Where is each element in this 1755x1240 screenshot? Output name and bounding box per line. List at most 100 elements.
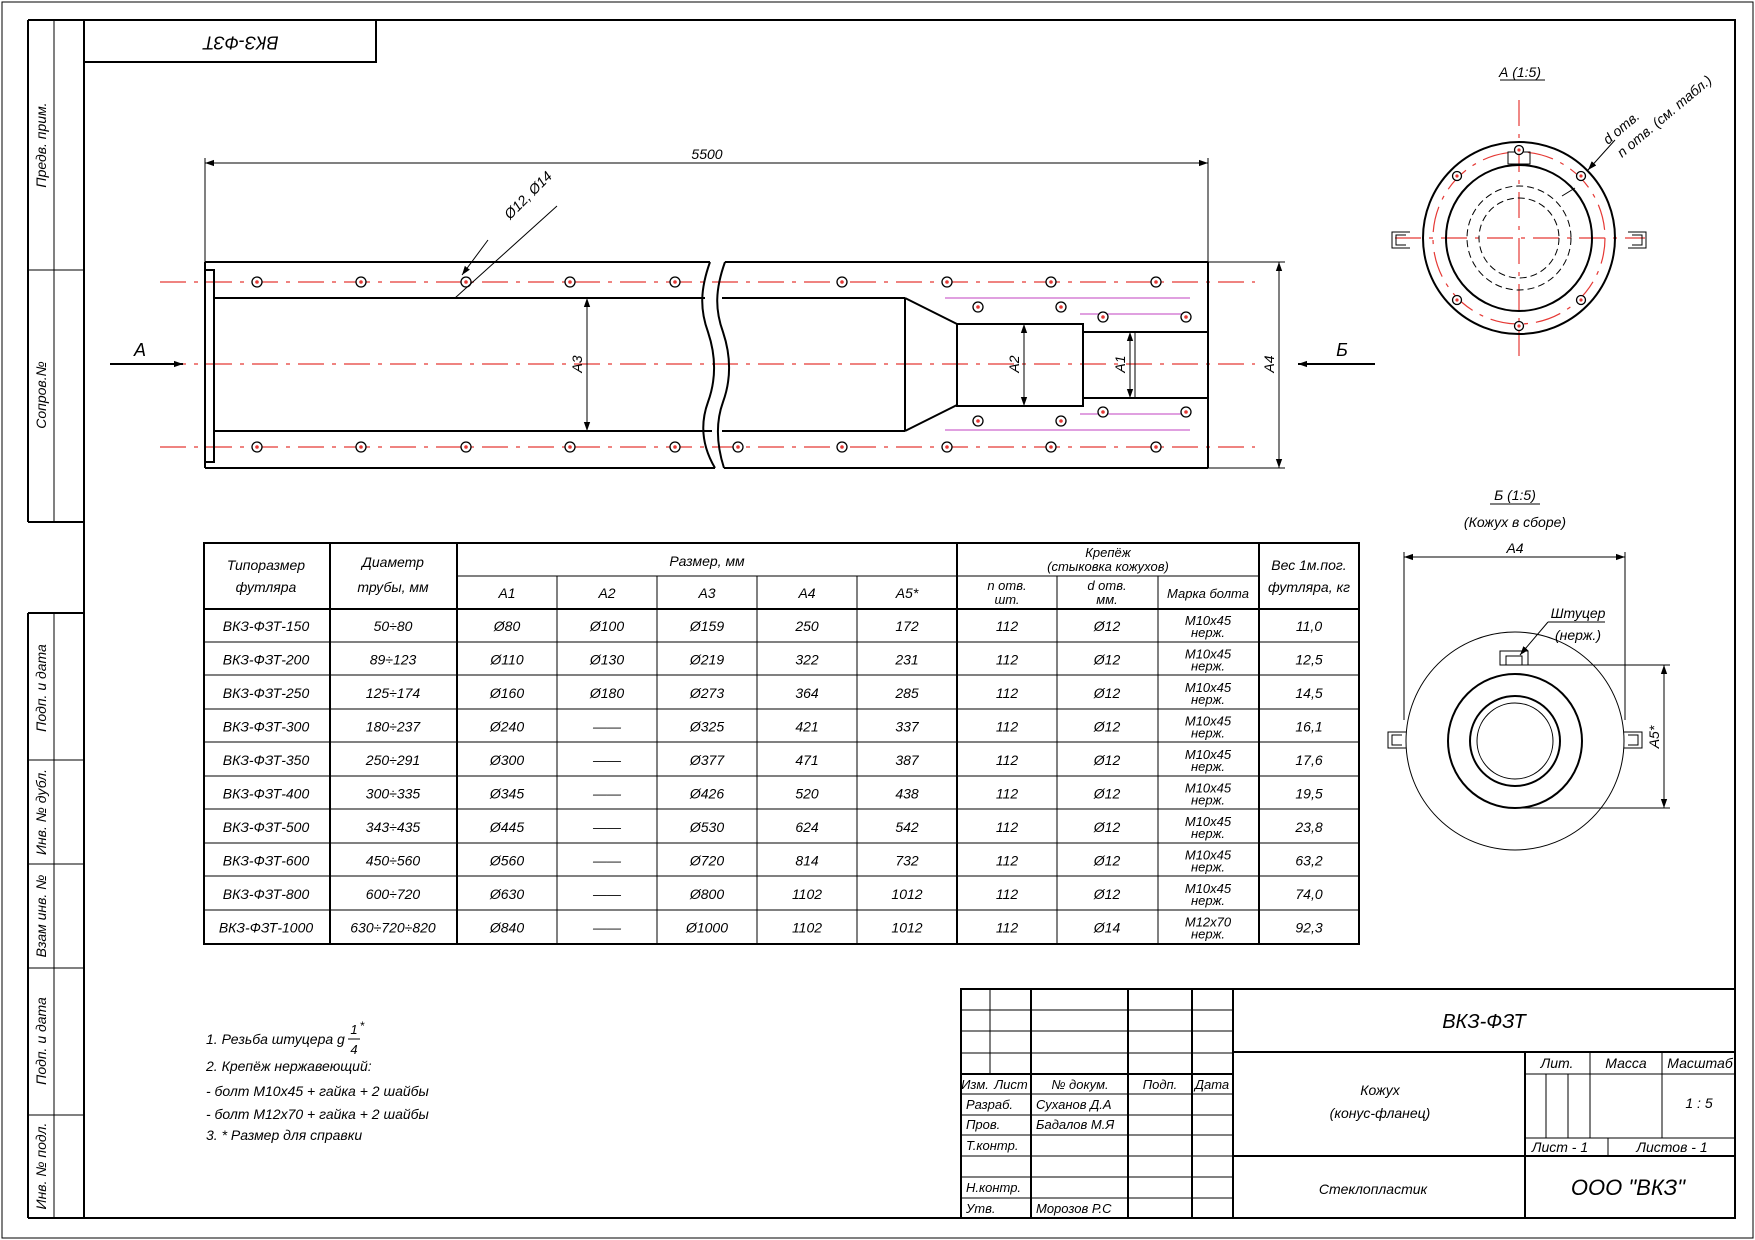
cell-a5: 387 [895, 752, 920, 768]
th-diam: Диаметр [360, 554, 424, 570]
title-material: Стеклопластик [1319, 1181, 1429, 1197]
cell-a3: Ø720 [689, 852, 724, 868]
cell-a4: 471 [795, 752, 818, 768]
side-label: Подп. и дата [33, 997, 49, 1085]
cell-weight: 63,2 [1295, 852, 1322, 868]
cell-a2: —— [592, 785, 622, 801]
title-sheets: Листов - 1 [1635, 1139, 1707, 1155]
cell-weight: 16,1 [1295, 718, 1322, 734]
title-code: ВКЗ-ФЗТ [1442, 1011, 1527, 1033]
cell-n-holes: 112 [996, 886, 1019, 902]
tb-hdr-date: Дата [1193, 1077, 1229, 1092]
cell-weight: 74,0 [1295, 886, 1322, 902]
th-a1: А1 [497, 585, 515, 601]
th-size: Размер, мм [669, 553, 745, 569]
tb-role-approve: Утв. [965, 1201, 996, 1216]
cell-bolt-note: нерж. [1191, 893, 1225, 908]
cell-d-holes: Ø12 [1093, 718, 1121, 734]
view-b: Б (1:5) (Кожух в сборе) А4 А5* Штуцер (н… [1387, 487, 1670, 851]
note-3: - болт М10х45 + гайка + 2 шайбы [206, 1083, 430, 1099]
side-labels: Предв. прим. Сопров.№ Подп. и дата Инв. … [33, 102, 49, 1209]
cell-n-holes: 112 [996, 919, 1019, 935]
cell-a2: —— [592, 886, 622, 902]
cell-a5: 1012 [891, 919, 922, 935]
th-weight: Вес 1м.пог. [1271, 557, 1346, 573]
cell-a5: 1012 [891, 886, 922, 902]
cell-a1: Ø110 [489, 651, 523, 667]
title-name-2: (конус-фланец) [1330, 1105, 1431, 1121]
tb-hdr-doc: № докум. [1051, 1077, 1108, 1092]
cell-type: ВКЗ-ФЗТ-600 [223, 852, 310, 868]
cell-a5: 542 [895, 819, 919, 835]
cell-a1: Ø345 [489, 785, 524, 801]
th-nholes: n отв. [987, 578, 1026, 593]
dim-a3: А3 [569, 355, 585, 373]
top-stamp-code: ВКЗ-ФЗТ [201, 32, 278, 52]
cell-d-holes: Ø12 [1093, 685, 1121, 701]
cell-n-holes: 112 [996, 718, 1019, 734]
note-5: 3. * Размер для справки [206, 1127, 362, 1143]
fitting-label-1: Штуцер [1551, 605, 1606, 621]
th-type: Типоразмер [227, 557, 305, 573]
tb-role-check: Пров. [966, 1117, 1000, 1132]
view-b-dim-a4: А4 [1505, 540, 1523, 556]
cell-bolt-note: нерж. [1191, 625, 1225, 640]
cell-d-holes: Ø12 [1093, 651, 1121, 667]
dim-a1: А1 [1112, 355, 1128, 373]
cell-bolt-note: нерж. [1191, 926, 1225, 941]
cell-a2: Ø180 [589, 685, 624, 701]
th-type: футляра [236, 579, 297, 595]
tb-name-check: Бадалов М.Я [1036, 1117, 1114, 1132]
cell-bolt: M10x45 [1185, 613, 1232, 628]
tb-name-approve: Морозов Р.С [1036, 1201, 1112, 1216]
cell-bolt: M10x45 [1185, 713, 1232, 728]
cell-diam: 125÷174 [366, 685, 421, 701]
cell-n-holes: 112 [996, 618, 1019, 634]
view-b-subtitle: (Кожух в сборе) [1464, 514, 1566, 530]
spec-table-header: Типоразмер футляра Диаметр трубы, мм Раз… [227, 545, 1350, 607]
cell-weight: 17,6 [1295, 752, 1322, 768]
title-mass: Масса [1605, 1055, 1647, 1071]
cell-a1: Ø560 [489, 852, 524, 868]
cell-type: ВКЗ-ФЗТ-300 [223, 718, 310, 734]
cell-a5: 172 [895, 618, 919, 634]
cell-d-holes: Ø12 [1093, 752, 1121, 768]
title-name-1: Кожух [1360, 1082, 1401, 1098]
view-arrow-b: Б [1336, 340, 1348, 360]
spec-table-grid [203, 542, 1360, 945]
cell-bolt: M10x45 [1185, 646, 1232, 661]
cell-a3: Ø219 [689, 651, 724, 667]
cell-d-holes: Ø14 [1093, 919, 1121, 935]
cell-a4: 1102 [792, 919, 822, 935]
cell-a2: Ø130 [589, 651, 624, 667]
fitting-label-2: (нерж.) [1555, 627, 1601, 643]
cell-type: ВКЗ-ФЗТ-800 [223, 886, 310, 902]
cell-diam: 343÷435 [366, 819, 421, 835]
cell-a4: 421 [795, 718, 818, 734]
th-weight: футляра, кг [1268, 579, 1350, 595]
cell-bolt: M10x45 [1185, 814, 1232, 829]
cell-a1: Ø240 [489, 718, 524, 734]
cell-bolt: M10x45 [1185, 747, 1232, 762]
cell-a5: 231 [894, 651, 918, 667]
tb-hdr-sign: Подп. [1143, 1077, 1178, 1092]
tb-role-ncontrol: Н.контр. [966, 1180, 1021, 1195]
notes: 1. Резьба штуцера g 1 * 4 2. Крепёж нерж… [205, 1019, 430, 1143]
cell-bolt: M10x45 [1185, 780, 1232, 795]
side-label: Взам инв. № [33, 875, 49, 958]
cell-diam: 600÷720 [366, 886, 421, 902]
th-diam: трубы, мм [357, 579, 429, 595]
th-fast: (стыковка кожухов) [1047, 559, 1169, 574]
cell-type: ВКЗ-ФЗТ-150 [223, 618, 310, 634]
side-label: Предв. прим. [33, 102, 49, 187]
cell-type: ВКЗ-ФЗТ-400 [223, 785, 310, 801]
cell-weight: 92,3 [1295, 919, 1322, 935]
view-a-title: А (1:5) [1498, 64, 1541, 80]
cell-bolt: M10x45 [1185, 680, 1232, 695]
